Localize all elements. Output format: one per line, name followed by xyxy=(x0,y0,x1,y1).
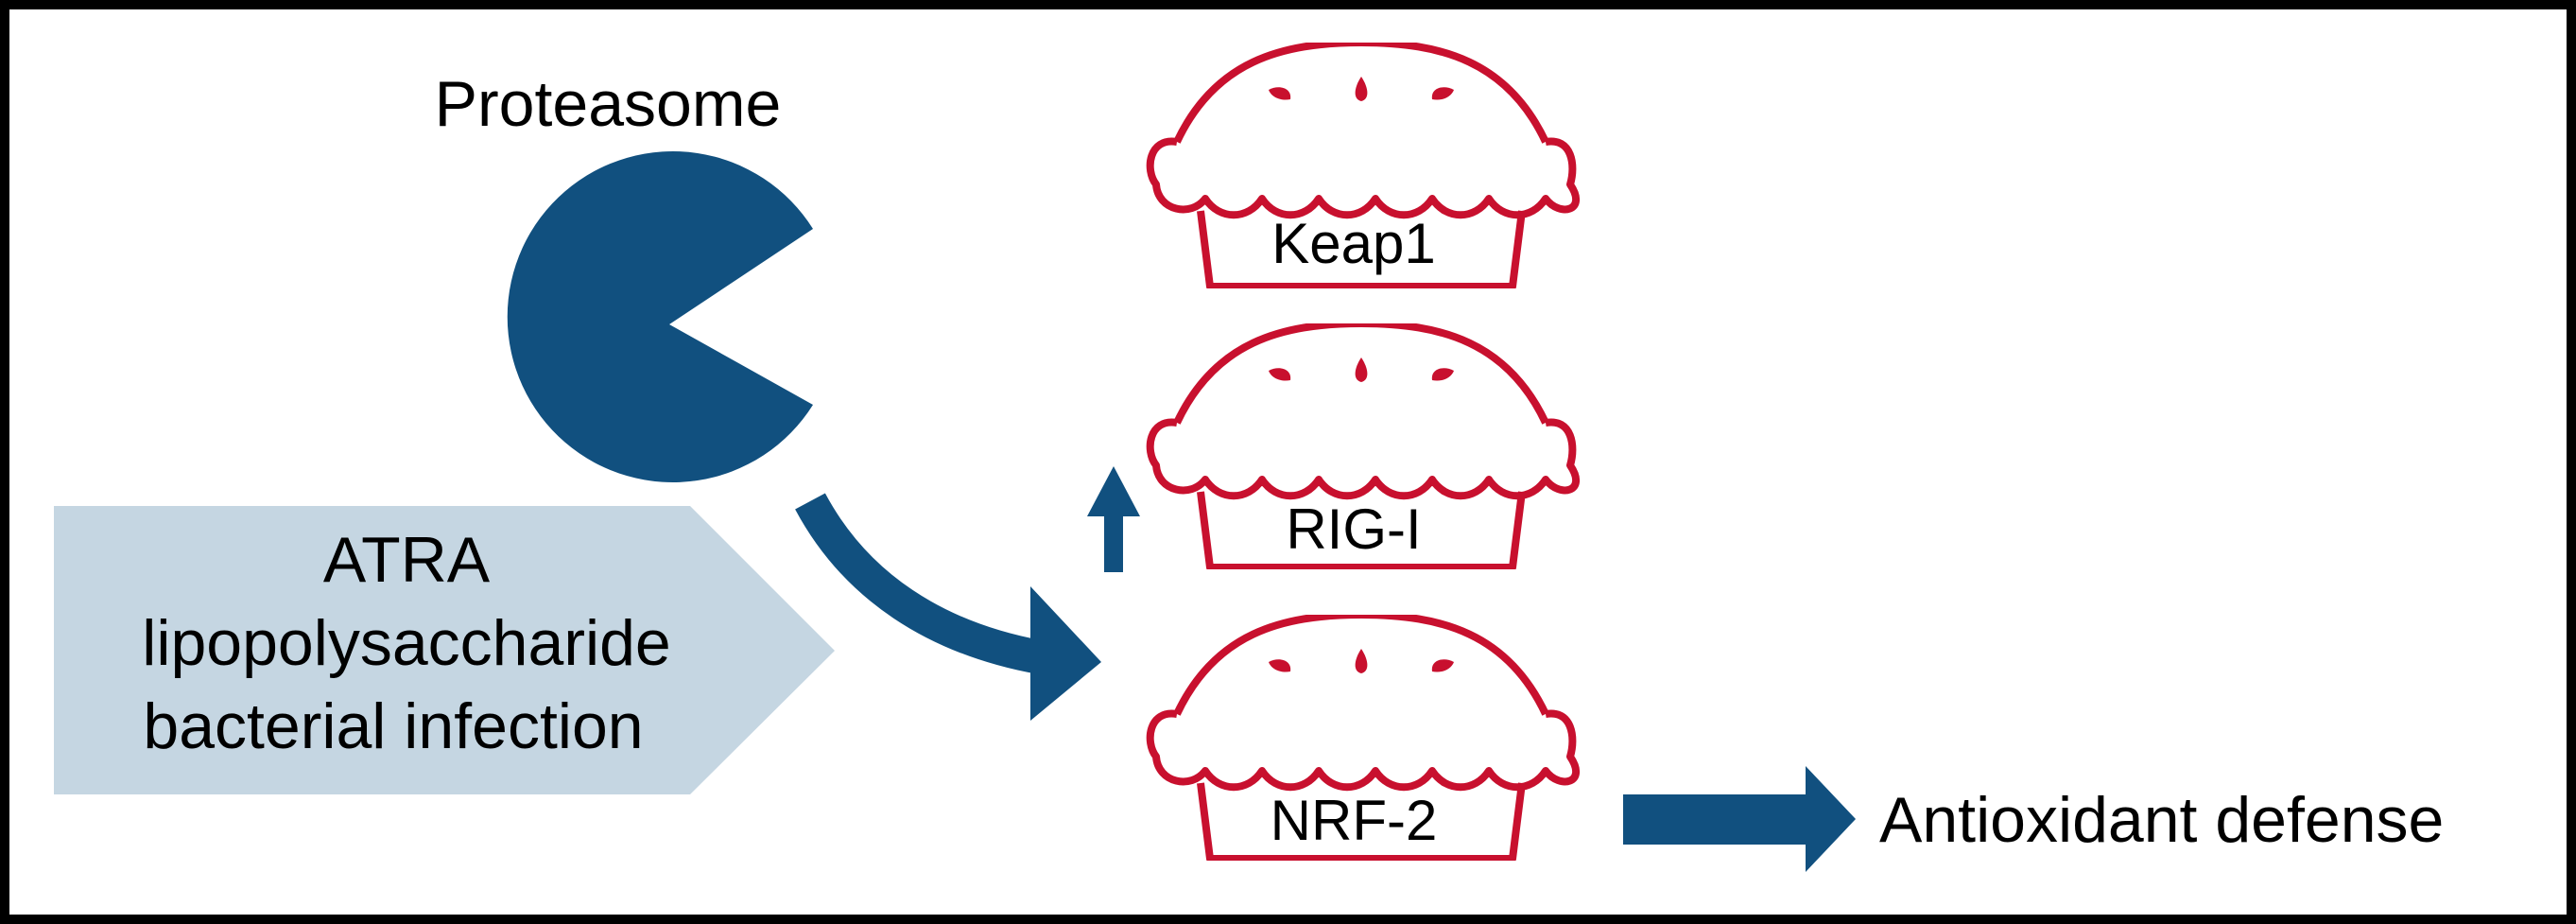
up-arrow-head xyxy=(1087,466,1140,516)
pie-keap1: Keap1 xyxy=(1150,43,1576,287)
stimulus-line-lps: lipopolysaccharide xyxy=(142,607,670,679)
pie-rig-i: RIG-I xyxy=(1150,323,1576,567)
stimulus-line-atra: ATRA xyxy=(323,524,491,596)
stimulus-box xyxy=(54,506,835,794)
outcome-label: Antioxidant defense xyxy=(1879,784,2444,856)
up-arrow-shaft xyxy=(1104,515,1123,572)
pacman-icon xyxy=(507,150,813,482)
pie-nrf-2: NRF-2 xyxy=(1150,615,1576,859)
pie-rig-i-label: RIG-I xyxy=(1286,497,1421,561)
outcome-arrow xyxy=(1623,766,1856,872)
curved-arrow-head xyxy=(1030,586,1101,721)
pie-keap1-label: Keap1 xyxy=(1271,212,1436,275)
pie-nrf-2-label: NRF-2 xyxy=(1271,789,1438,852)
stimulus-line-infection: bacterial infection xyxy=(143,690,643,762)
proteasome-label: Proteasome xyxy=(435,68,782,140)
curved-arrow-body xyxy=(795,493,1044,674)
